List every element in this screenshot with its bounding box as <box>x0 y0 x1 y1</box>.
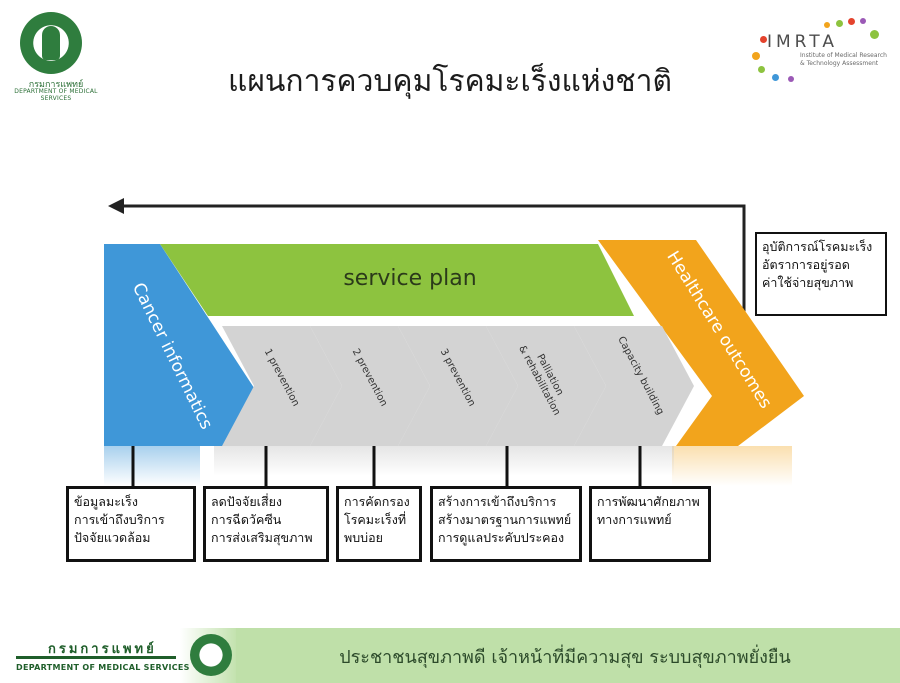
footer-band <box>236 628 900 683</box>
header-org-name-th: กรมการแพทย์ <box>28 80 84 90</box>
healthcare-outcomes-chevron <box>598 240 804 446</box>
footer-org-name-en: DEPARTMENT OF MEDICAL SERVICES <box>16 663 190 672</box>
screening-details-box: การคัดกรอง โรคมะเร็งที่ พบบ่อย <box>336 486 422 562</box>
prevention-details-box: ลดปัจจัยเสี่ยง การฉีดวัคซีน การส่งเสริมส… <box>203 486 329 562</box>
feedback-arrow-head <box>108 198 124 214</box>
imrta-subtitle-1: Institute of Medical Research <box>800 52 887 59</box>
imrta-logo <box>752 18 892 82</box>
footer-org-name-th: กรมการแพทย์ <box>48 642 157 657</box>
cancer-informatics-chevron <box>104 244 258 446</box>
outcome-indicators-box: อุบัติการณ์โรคมะเร็ง อัตราการอยู่รอด ค่า… <box>755 232 887 316</box>
blue-reflection <box>104 446 200 486</box>
page-title: แผนการควบคุมโรคมะเร็งแห่งชาติ <box>228 64 672 99</box>
treatment-details-box: สร้างการเข้าถึงบริการ สร้างมาตรฐานการแพท… <box>430 486 582 562</box>
informatics-details-box: ข้อมูลมะเร็ง การเข้าถึงบริการ ปัจจัยแวดล… <box>66 486 196 562</box>
header-org-name-en: DEPARTMENT OF MEDICAL SERVICES <box>14 88 98 102</box>
step-chevron-1 <box>222 326 342 446</box>
step-chevron-2 <box>310 326 430 446</box>
service-plan-band <box>160 244 634 316</box>
imrta-wordmark: IMRTA <box>767 32 838 52</box>
step-chevron-4 <box>486 326 606 446</box>
orange-reflection <box>672 446 792 486</box>
footer-slogan: ประชาชนสุขภาพดี เจ้าหน้าที่มีความสุข ระบ… <box>339 647 791 668</box>
step-chevron-5 <box>574 326 694 446</box>
footer-seal-logo <box>190 634 232 676</box>
footer-divider <box>16 656 176 659</box>
capacity-details-box: การพัฒนาศักยภาพ ทางการแพทย์ <box>589 486 711 562</box>
step-chevron-3 <box>398 326 518 446</box>
service-plan-label: service plan <box>343 266 477 291</box>
grey-reflection <box>214 446 674 476</box>
imrta-subtitle-2: & Technology Assessment <box>800 60 879 67</box>
feedback-arrow-line <box>118 204 746 315</box>
department-seal-logo <box>20 12 82 74</box>
